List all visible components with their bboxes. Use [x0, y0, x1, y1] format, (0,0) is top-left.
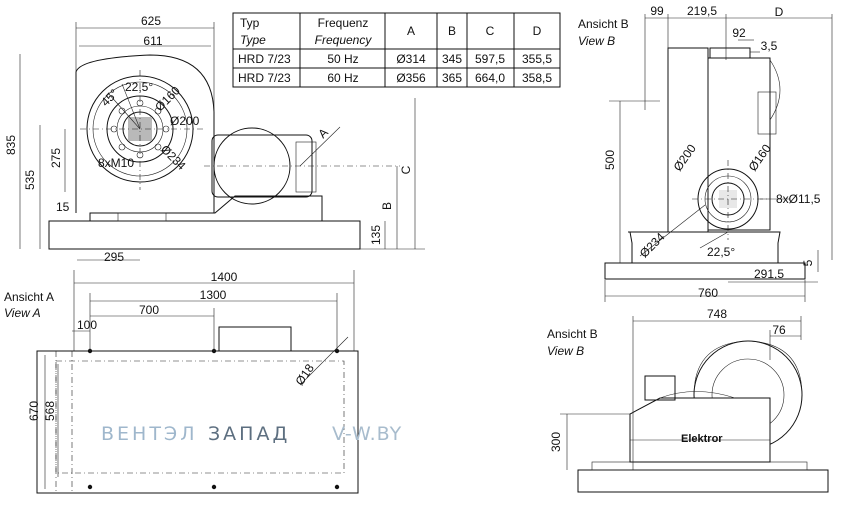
dim-label: 625	[141, 14, 161, 28]
angle-label: 22,5°	[707, 245, 735, 259]
table-cell: Ø314	[396, 52, 426, 66]
diameter-label: Ø200	[170, 114, 200, 128]
table-cell: 50 Hz	[327, 52, 358, 66]
table-cell: 365	[442, 71, 462, 85]
dim-label: 500	[603, 150, 617, 170]
dim-label: 748	[707, 307, 727, 321]
diameter-label: Ø234	[158, 142, 189, 173]
table-header-a: A	[407, 24, 415, 38]
dim-label: 135	[369, 225, 383, 245]
table-cell: HRD 7/23	[238, 52, 291, 66]
table-cell: 597,5	[475, 52, 505, 66]
table-header-d: D	[533, 24, 542, 38]
view-a: Ansicht A View A 1400 1300 700 100 670 5…	[4, 270, 359, 494]
table-header-frequency-en: Frequency	[315, 33, 373, 47]
dim-label: 15	[56, 200, 70, 214]
table-header-type: Typ	[240, 16, 260, 30]
table-cell: HRD 7/23	[238, 71, 291, 85]
table-cell: 60 Hz	[327, 71, 358, 85]
dim-label-d: D	[775, 5, 784, 19]
spec-table: Typ Type Frequenz Frequency A B C D HRD …	[232, 12, 561, 88]
dim-letter-b: B	[380, 202, 394, 210]
view-b-bottom-title: Ansicht B	[547, 327, 598, 341]
table-header-frequency: Frequenz	[318, 16, 369, 30]
view-a-subtitle: View A	[4, 306, 41, 320]
table-cell: 358,5	[522, 71, 552, 85]
dim-label: 291,5	[754, 267, 784, 281]
bolt-label: 8xØ11,5	[776, 192, 821, 206]
dim-label: 1400	[211, 270, 238, 284]
view-b-bottom-subtitle: View B	[547, 344, 584, 358]
dim-label: 100	[77, 318, 97, 332]
view-b-top-title: Ansicht B	[578, 17, 629, 31]
dim-label: 5	[801, 259, 815, 266]
diameter-label: Ø200	[671, 141, 699, 173]
watermark-left-dark: ЗАПАД	[208, 423, 290, 445]
dim-label: 611	[143, 34, 162, 48]
dim-label: 295	[104, 250, 124, 264]
dim-letter-a: A	[315, 125, 331, 141]
view-b-top-subtitle: View B	[578, 34, 615, 48]
dim-label: 835	[4, 135, 18, 155]
dim-label: 568	[43, 401, 57, 421]
bolt-label: 8xM10	[98, 156, 134, 170]
angle-label: 22,5°	[125, 80, 153, 94]
dim-label: 300	[549, 432, 563, 452]
diameter-label: Ø234	[637, 230, 668, 261]
brand-label: Elektror	[681, 433, 723, 445]
table-header-c: C	[486, 24, 495, 38]
diameter-label: Ø160	[152, 83, 183, 114]
watermark-right: V-W.BY	[332, 423, 402, 445]
dim-label: 670	[27, 401, 41, 421]
table-header-type-en: Type	[240, 33, 266, 47]
dim-label: 700	[139, 303, 159, 317]
view-b-top: Ansicht B View B 99	[578, 4, 833, 302]
dim-label: 99	[650, 4, 664, 18]
dim-label: 76	[772, 323, 786, 337]
table-cell: 664,0	[475, 71, 505, 85]
dim-label: 275	[49, 148, 63, 168]
angle-label: 45°	[98, 86, 121, 109]
watermark-left-gray: ВЕНТЭЛ	[101, 423, 198, 445]
dim-label: 3,5	[761, 39, 778, 53]
table-cell: 355,5	[522, 52, 552, 66]
table-cell: 345	[442, 52, 462, 66]
view-a-title: Ansicht A	[4, 290, 54, 304]
view-b-bottom: Ansicht B View B Elektror 748 76 300	[547, 307, 829, 493]
side-view: 625 611 835 535 275 15 295 135 A B C 22,…	[4, 14, 425, 264]
table-cell: Ø356	[396, 71, 426, 85]
dim-label: Ø18	[292, 361, 317, 388]
dim-label: 1300	[200, 288, 227, 302]
dim-letter-c: C	[399, 165, 413, 174]
dim-label: 535	[23, 170, 37, 190]
dim-label: 219,5	[687, 4, 717, 18]
dim-label: 92	[732, 26, 746, 40]
table-header-b: B	[448, 24, 456, 38]
dim-label: 760	[698, 286, 718, 300]
watermark: ВЕНТЭЛ ЗАПАД V-W.BY	[101, 423, 402, 445]
